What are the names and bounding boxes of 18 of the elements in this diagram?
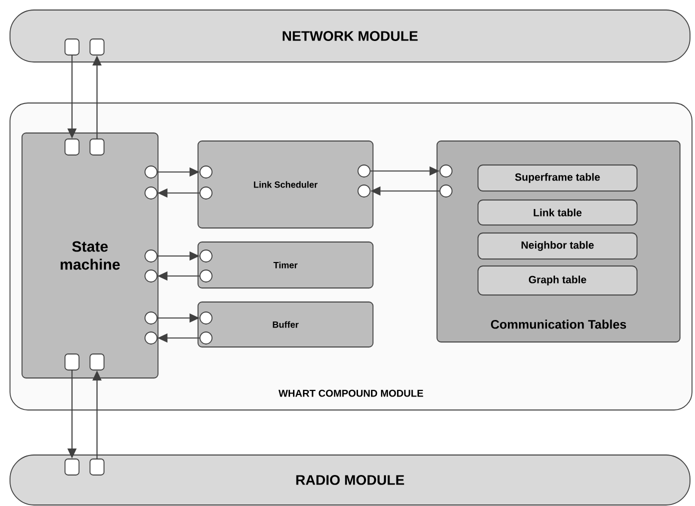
state-machine-box: State machine [22,132,158,378]
table-box: Graph table [478,266,638,296]
table-box: Superframe table [478,164,638,192]
port-box [90,354,104,370]
table-box: Neighbor table [478,232,638,260]
module-band: RADIO MODULE [10,454,690,506]
module-box: Buffer [198,302,374,348]
port-box [90,138,104,156]
port-box [90,38,104,56]
table-box: Link table [478,200,638,226]
module-band: NETWORK MODULE [10,10,690,62]
module-box: Link Scheduler [198,140,374,228]
port-box [64,38,80,56]
port-box [64,354,80,370]
port-box [90,458,104,476]
port-box [64,138,80,156]
module-box: Timer [198,242,374,288]
port-box [64,458,80,476]
